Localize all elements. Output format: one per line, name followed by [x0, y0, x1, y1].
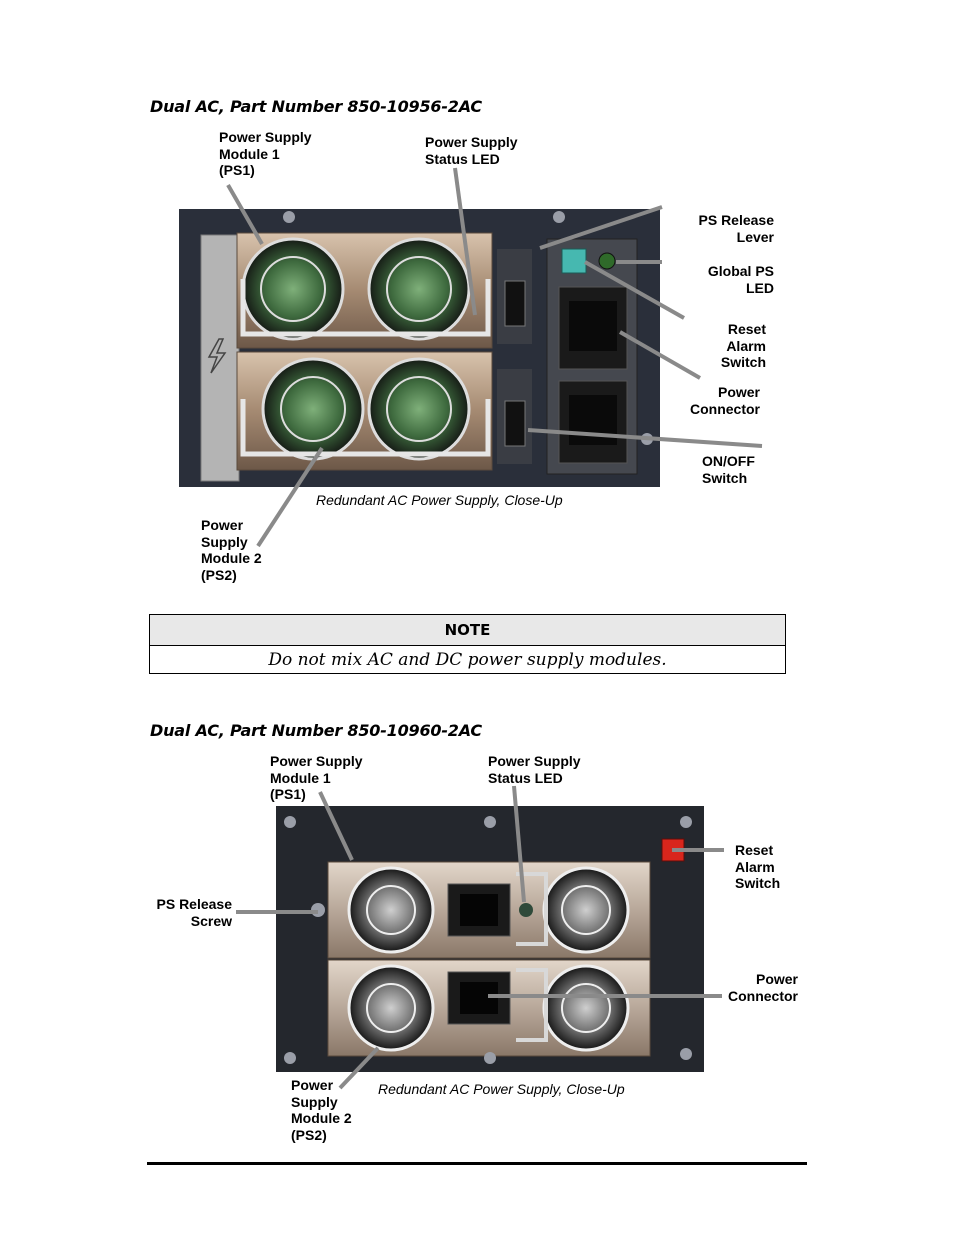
caption-1: Redundant AC Power Supply, Close-Up [316, 492, 563, 508]
ps-photo-2 [276, 806, 704, 1072]
label2-power-connector: Power Connector [728, 971, 798, 1004]
callout-arrows-1 [226, 167, 763, 548]
label2-ps2: Power Supply Module 2 (PS2) [291, 1077, 352, 1143]
label-reset-switch: Reset Alarm Switch [720, 321, 766, 370]
note-box: NOTE Do not mix AC and DC power supply m… [149, 614, 786, 674]
note-text: Do not mix AC and DC power supply module… [268, 650, 667, 670]
ps-photo-1 [179, 209, 660, 487]
label-global-led: Global PS LED [707, 263, 774, 296]
label2-status-led: Power Supply Status LED [488, 753, 581, 786]
label2-ps1: Power Supply Module 1 (PS1) [270, 753, 363, 802]
label-release-lever: PS Release Lever [698, 212, 775, 245]
footer-rule [147, 1162, 807, 1165]
note-title: NOTE [150, 615, 785, 646]
label-power-connector: Power Connector [690, 384, 760, 417]
label-ps2: Power Supply Module 2 (PS2) [201, 517, 262, 583]
label2-reset-switch: Reset Alarm Switch [735, 842, 781, 891]
callout-arrows-2 [236, 785, 724, 1090]
label-onoff-switch: ON/OFF Switch [702, 453, 755, 486]
section2-heading: Dual AC, Part Number 850-10960-2AC [150, 721, 482, 740]
label-ps1: Power Supply Module 1 (PS1) [219, 129, 312, 178]
label-status-led: Power Supply Status LED [425, 134, 518, 167]
caption-2: Redundant AC Power Supply, Close-Up [378, 1081, 625, 1097]
label2-release-screw: PS Release Screw [156, 896, 233, 929]
section1-heading: Dual AC, Part Number 850-10956-2AC [150, 97, 482, 116]
